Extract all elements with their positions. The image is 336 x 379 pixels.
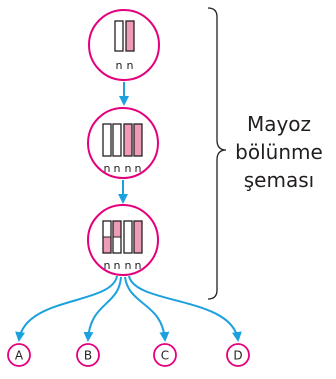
ploidy-label: n (114, 162, 121, 175)
chromosome-4 (133, 123, 143, 157)
output-label: B (84, 349, 92, 363)
ploidy-label: n (104, 162, 111, 175)
ploidy-label: n (135, 259, 142, 272)
arrow-to-a (15, 275, 118, 342)
chromosome-4 (133, 220, 143, 254)
chromosome-2 (125, 20, 135, 52)
chromosome-3 (123, 123, 133, 157)
output-label: C (161, 349, 169, 363)
caption-line-3: şeması (244, 168, 314, 192)
ploidy-label: n (125, 162, 132, 175)
cell-1: n n (88, 9, 160, 81)
ploidy-label: n (127, 59, 134, 72)
caption-line-1: Mayoz (247, 112, 311, 136)
output-a: A (7, 343, 31, 367)
ploidy-label: n (125, 259, 132, 272)
cell-2: n n n n (87, 107, 159, 179)
arrow-to-d (128, 275, 242, 342)
arrow-to-b (83, 276, 122, 342)
curly-brace (207, 7, 227, 300)
output-label: D (233, 349, 242, 363)
chromosome-1 (102, 123, 112, 157)
ploidy-label: n (114, 259, 121, 272)
chromosome-3 (123, 220, 133, 254)
ploidy-label: n (116, 59, 123, 72)
ploidy-label: n (104, 259, 111, 272)
cell-3: n n n n (87, 204, 159, 276)
output-b: B (76, 343, 100, 367)
chromosome-1 (114, 20, 124, 52)
ploidy-label: n (135, 162, 142, 175)
chromosome-2 (112, 123, 122, 157)
caption: Mayoz bölünme şeması (235, 112, 323, 192)
caption-line-2: bölünme (235, 140, 323, 164)
arrow-to-c (124, 276, 170, 342)
output-d: D (226, 343, 250, 367)
output-arrows (15, 275, 242, 342)
output-c: C (153, 343, 177, 367)
output-label: A (15, 349, 24, 363)
